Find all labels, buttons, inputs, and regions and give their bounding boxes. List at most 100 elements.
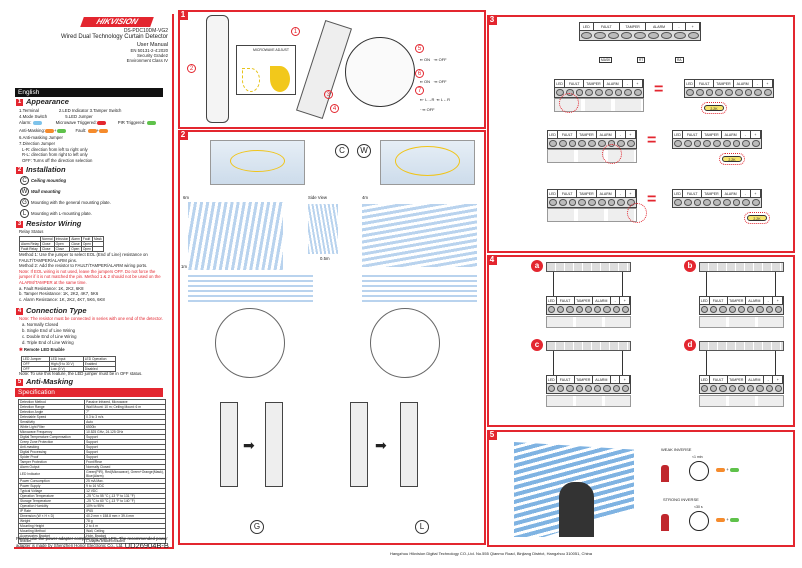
table-cell: Normal [39,236,55,242]
terminal-label: TAMPER [575,297,593,304]
alarm-label: Alarm: [19,120,32,126]
screw-terminal-icon [728,385,736,392]
orange-led-icon [716,517,725,522]
top-terminal [546,341,631,351]
resistor-label: MASK [599,57,613,63]
item: Ceiling mounting [31,177,67,183]
terminal-label: TAMPER [577,131,597,138]
terminal-label: TAMPER [728,297,746,304]
terminal-label: LED [700,297,710,304]
general-plate-icon: G [20,198,29,207]
screw-terminal-icon [578,140,587,147]
table-cell: Alarm Relay [19,241,41,247]
spray-can-icon [661,514,669,531]
terminal-label: ALARM [597,131,616,138]
terminal-label: ALARM [604,80,623,87]
hikvision-logo: HIKVISION [80,17,154,27]
screw-terminal-icon [581,32,593,39]
terminal-label: LED [547,376,557,383]
table-cell: Close [39,246,55,252]
terminal-label: ALARM [597,190,616,197]
screw-terminal-icon [556,89,564,96]
screw-terminal-icon [747,385,755,392]
wall-mode-icon: W [357,144,371,158]
dim-label: 6m [183,195,189,200]
wall-zone-icon [395,146,460,176]
ceiling-install-circle [215,308,285,378]
terminal-label: FAULT [594,23,620,30]
screw-terminal-icon [557,306,565,313]
highlight-circle [627,203,647,223]
note: Note: The resistor must be connected in … [19,316,163,321]
screw-terminal-icon [607,32,619,39]
terminal-label: LED [673,131,684,138]
variant-badge: a [531,260,543,272]
screw-terminal-icon [566,306,574,313]
terminal-label: LED [555,80,566,87]
jumper-off-icon: ·▪▪ [433,57,438,62]
screw-terminal-icon [765,306,773,313]
detector-front-image [206,15,229,123]
table-cell: Disabled [82,366,117,372]
anti-label: Anti-Masking: [19,127,46,133]
section-title: Connection Type [26,306,87,315]
screw-terminal-icon [660,32,673,39]
terminal-label: + [751,131,761,138]
off-label: OFF [438,79,447,84]
terminal-label: ALARM [593,376,611,383]
screw-terminal-icon [588,199,596,206]
terminal-label: FAULT [683,131,703,138]
table-cell: L-shaped bracket included [84,538,166,544]
line: a. Fault Resistance: 1K, 2K2, 6K8 [19,285,84,291]
green-led-icon [729,467,739,472]
panel-number: 2 [178,130,188,140]
orange-led-icon [716,467,725,472]
remote-note: Note: To use this feature, the LED jumpe… [19,371,143,376]
terminal-label: TAMPER [728,376,746,383]
table-cell: Open [80,246,93,252]
wiring-lines [553,272,623,296]
terminal-label: FAULT [557,376,575,383]
screw-terminal-icon [549,199,557,206]
screw-terminal-icon [732,140,741,147]
section-title: Installation [26,165,66,174]
terminal-label: - [741,190,751,197]
orange-led-icon [99,128,109,133]
terminal-label: ALARM [734,80,753,87]
top-terminal [546,262,631,272]
terminal-label: FAULT [565,80,585,87]
terminal-label: - [741,131,751,138]
terminal-label: - [616,190,626,197]
wiring-lines [553,351,623,375]
callout-7: 7 [415,86,424,95]
table-cell: Fault Relay [19,246,41,252]
l-plate-icon: L [415,520,429,534]
green-led-icon [56,128,66,133]
terminal-label: TAMPER [575,376,593,383]
resistor-label: RA [675,57,684,63]
table-cell: Open [80,241,93,247]
screw-terminal-icon [647,32,659,39]
grade: Security Grade2 [136,53,168,58]
terminal-label: LED [548,190,559,197]
section-title: Anti-Masking [26,377,74,386]
section-number: 1 [16,98,23,106]
jumper-header [546,316,631,328]
screw-terminal-icon [742,140,751,147]
screw-terminal-icon [686,89,694,96]
terminal-label: FAULT [557,297,575,304]
terminal-label: ALARM [593,297,611,304]
lr-label: L→R [425,97,435,102]
screw-terminal-icon [728,306,736,313]
star-icon: ✱ [19,346,23,352]
dim-label: 0.5m [320,256,330,261]
